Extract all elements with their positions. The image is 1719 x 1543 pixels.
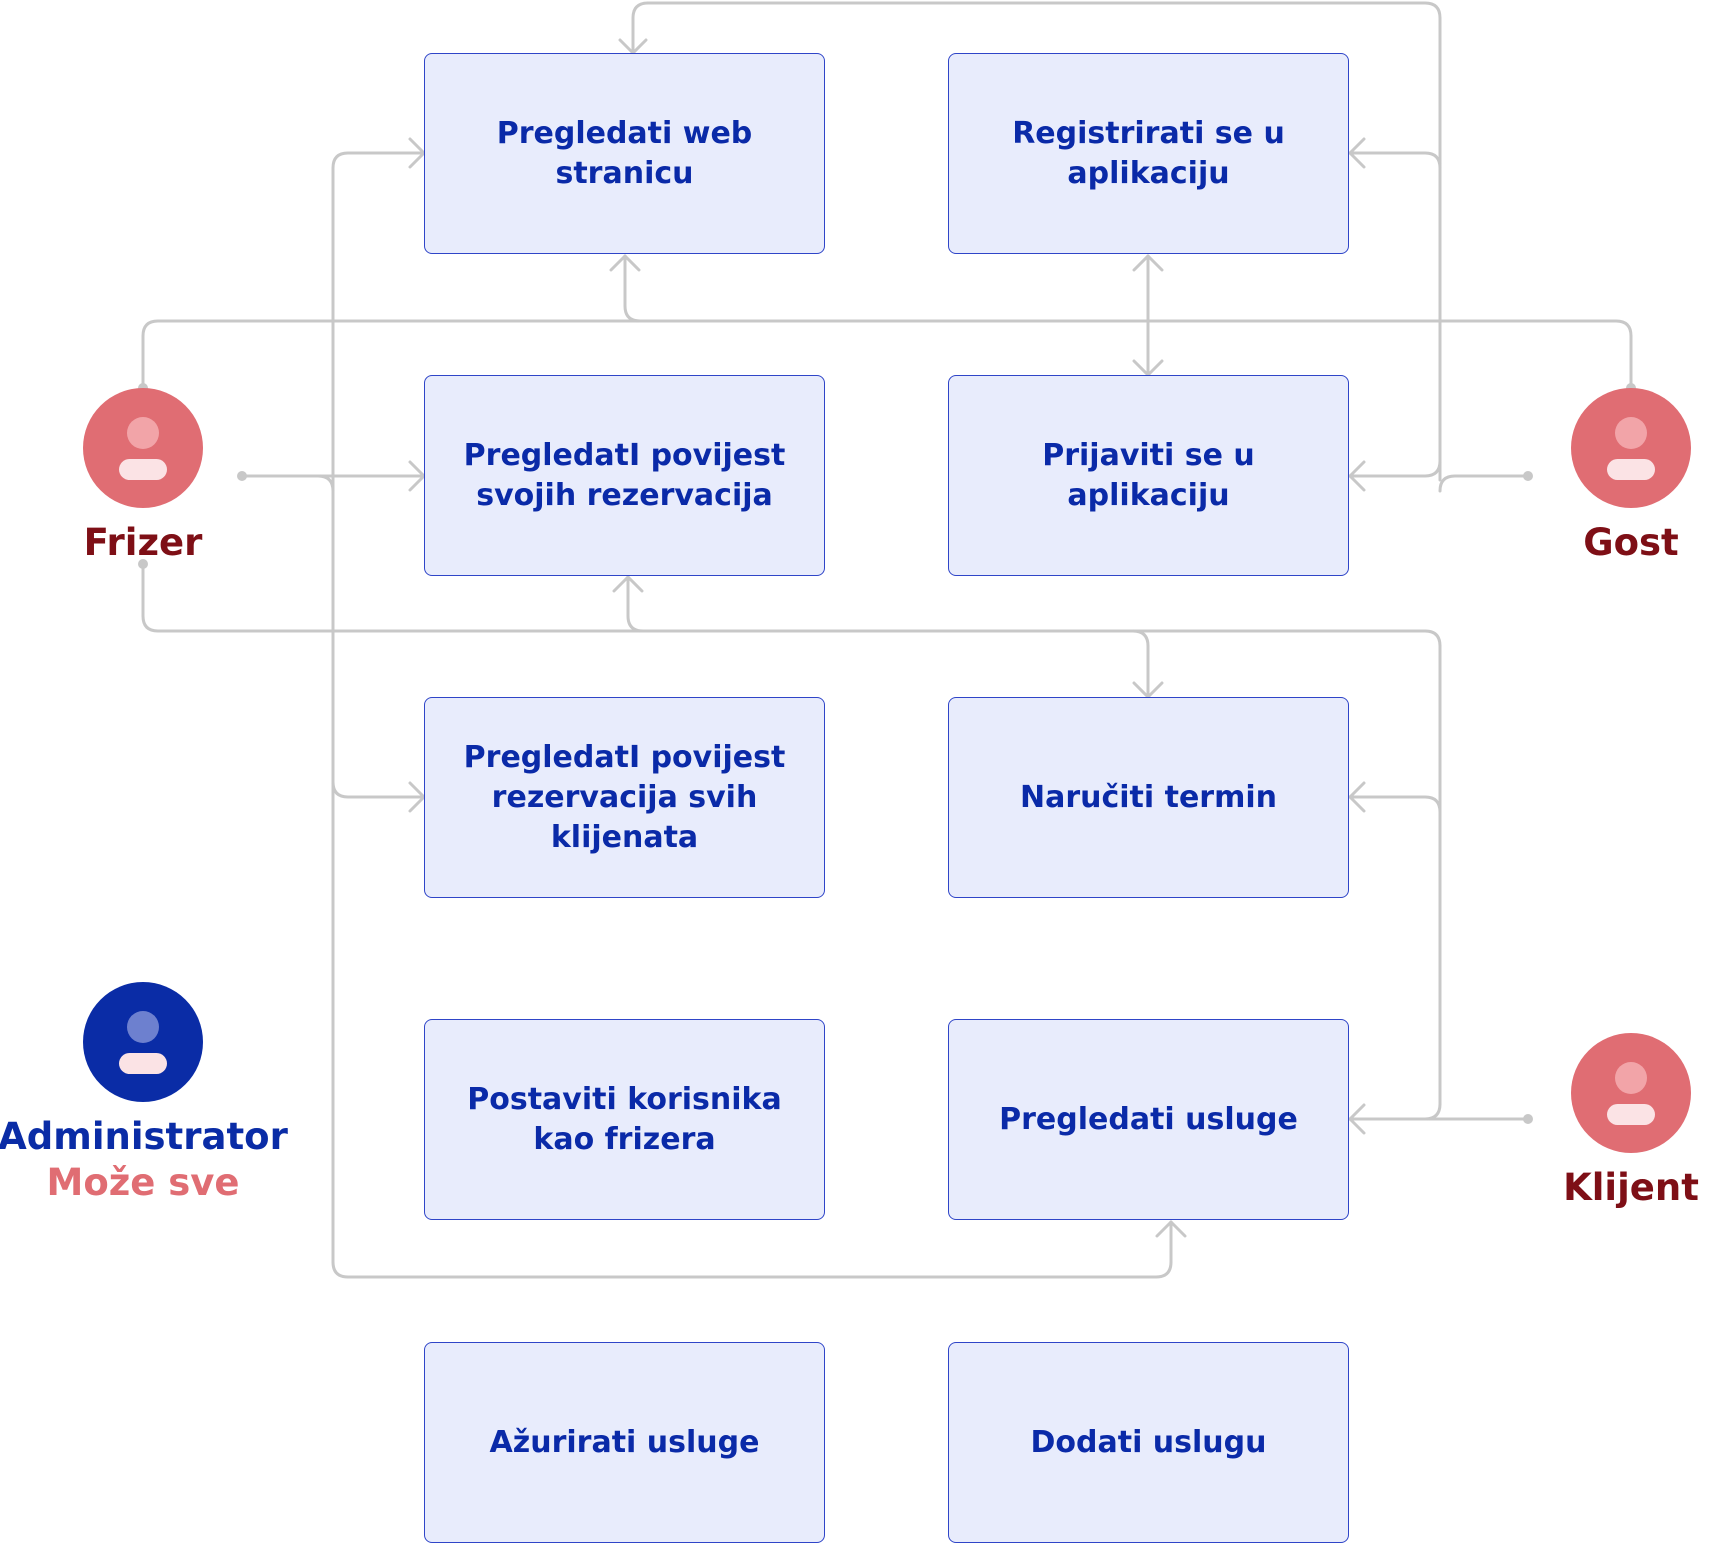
use-case-register: Registrirati se u aplikaciju <box>948 53 1349 254</box>
use-case-view-website: Pregledati web stranicu <box>424 53 825 254</box>
use-case-set-hairdresser: Postaviti korisnika kao frizera <box>424 1019 825 1220</box>
use-case-label: Postaviti korisnika kao frizera <box>467 1081 782 1157</box>
use-case-view-services: Pregledati usluge <box>948 1019 1349 1220</box>
actor-name: Gost <box>1583 521 1679 564</box>
user-icon <box>1571 1033 1691 1153</box>
actor-name: Administrator <box>0 1115 288 1158</box>
actor-note: Može sve <box>46 1161 240 1204</box>
actor-name: Klijent <box>1563 1166 1699 1209</box>
use-case-label: Pregledati usluge <box>999 1101 1298 1137</box>
actor-gost: Gost <box>1481 388 1719 566</box>
actor-name: Frizer <box>83 521 203 564</box>
use-case-all-history: PregledatI povijest rezervacija svih kli… <box>424 697 825 898</box>
use-case-label: PregledatI povijest rezervacija svih kli… <box>463 739 786 855</box>
use-case-label: Naručiti termin <box>1019 779 1278 815</box>
actor-administrator: Administrator Može sve <box>0 982 293 1206</box>
use-case-label: Dodati uslugu <box>1030 1424 1267 1460</box>
use-case-label: Registrirati se u aplikaciju <box>1012 115 1285 191</box>
actor-frizer: Frizer <box>0 388 293 566</box>
use-case-login: Prijaviti se u aplikaciju <box>948 375 1349 576</box>
use-case-book-slot: Naručiti termin <box>948 697 1349 898</box>
actor-klijent: Klijent <box>1481 1033 1719 1211</box>
use-case-label: Prijaviti se u aplikaciju <box>1042 437 1255 513</box>
use-case-label: Pregledati web stranicu <box>496 115 753 191</box>
user-icon <box>83 982 203 1102</box>
use-case-update-services: Ažurirati usluge <box>424 1342 825 1543</box>
user-icon <box>1571 388 1691 508</box>
user-icon <box>83 388 203 508</box>
use-case-add-service: Dodati uslugu <box>948 1342 1349 1543</box>
use-case-label: Ažurirati usluge <box>489 1424 760 1460</box>
use-case-own-history: PregledatI povijest svojih rezervacija <box>424 375 825 576</box>
use-case-label: PregledatI povijest svojih rezervacija <box>463 437 786 513</box>
